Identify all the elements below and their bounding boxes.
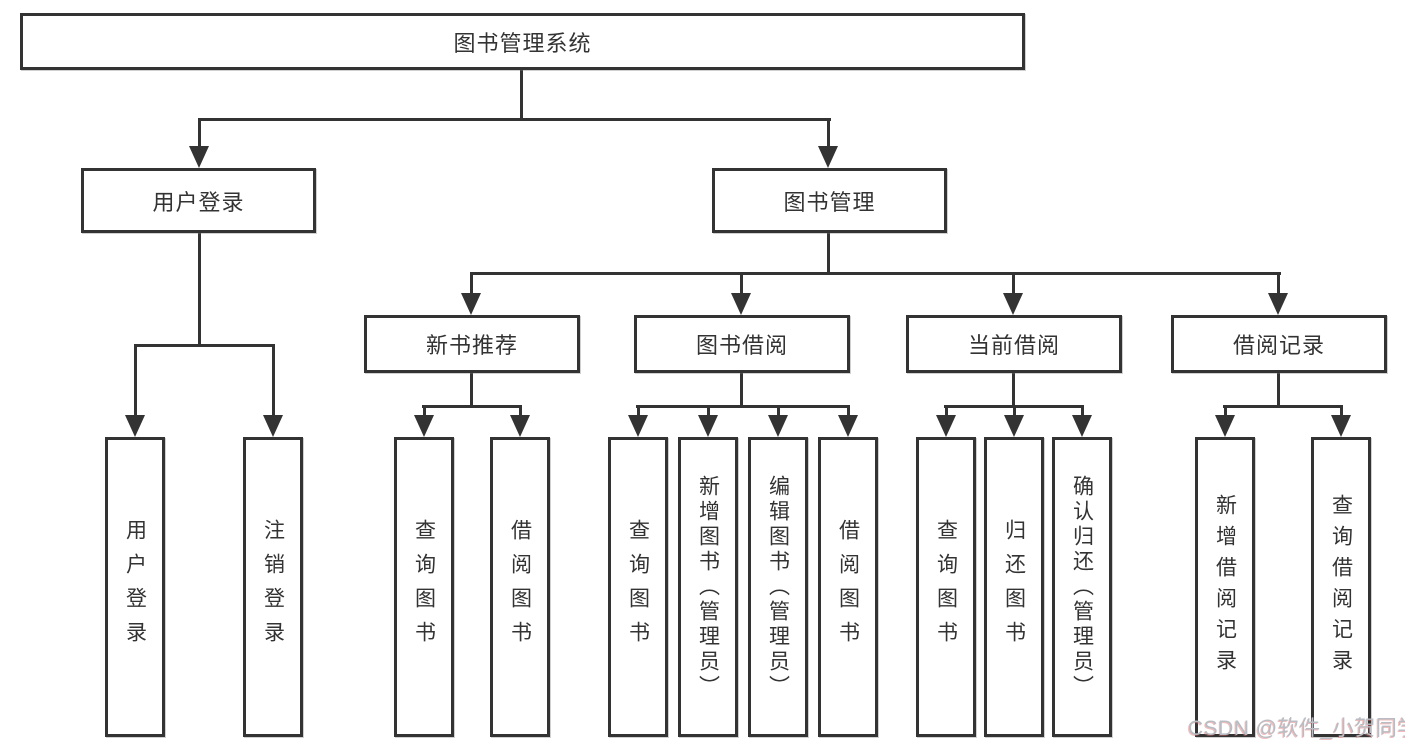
- node-new-book-recommend: 新书推荐: [364, 315, 580, 373]
- node-leaf-add-books-admin: 新增图书（管理员）: [678, 437, 738, 737]
- arrow-down-icon: [1072, 415, 1092, 437]
- connector-login-branch: [134, 344, 275, 347]
- node-current-borrowing: 当前借阅: [906, 315, 1122, 373]
- connector-stem: [827, 118, 830, 152]
- arrow-down-icon: [936, 415, 956, 437]
- connector-stem: [1277, 371, 1280, 408]
- arrow-down-icon: [731, 293, 751, 315]
- node-leaf-borrow-books-2: 借阅图书: [818, 437, 878, 737]
- node-borrowing-records: 借阅记录: [1171, 315, 1387, 373]
- connector-stem: [777, 405, 780, 421]
- connector-root-stem: [520, 67, 523, 119]
- connector-stem: [1013, 405, 1016, 421]
- arrow-down-icon: [189, 146, 209, 168]
- arrow-down-icon: [1331, 415, 1351, 437]
- connector-bookmgmt-stem: [827, 231, 830, 275]
- connector-borrowing-branch: [636, 405, 850, 408]
- connector-stem: [1081, 405, 1084, 421]
- csdn-watermark: CSDN @软件_小贺同学: [1188, 717, 1405, 740]
- arrow-down-icon: [1003, 293, 1023, 315]
- node-user-login: 用户登录: [81, 168, 316, 233]
- node-leaf-query-books-3: 查询图书: [916, 437, 976, 737]
- connector-stem: [740, 371, 743, 408]
- connector-stem: [470, 272, 473, 297]
- connector-stem: [707, 405, 710, 421]
- connector-stem: [1012, 371, 1015, 408]
- connector-stem: [1277, 272, 1280, 297]
- arrow-down-icon: [1004, 415, 1024, 437]
- node-book-borrowing: 图书借阅: [634, 315, 850, 373]
- node-leaf-query-borrow-record: 查询借阅记录: [1311, 437, 1371, 737]
- arrow-down-icon: [510, 415, 530, 437]
- node-leaf-return-books: 归还图书: [984, 437, 1044, 737]
- connector-stem: [470, 371, 473, 408]
- connector-userlogin-stem: [198, 231, 201, 345]
- arrow-down-icon: [698, 415, 718, 437]
- connector-stem: [945, 405, 948, 421]
- connector-stem: [272, 344, 275, 422]
- connector-stem: [637, 405, 640, 421]
- arrow-down-icon: [461, 293, 481, 315]
- node-leaf-confirm-return-admin: 确认归还（管理员）: [1052, 437, 1112, 737]
- arrow-down-icon: [1268, 293, 1288, 315]
- arrow-down-icon: [263, 415, 283, 437]
- node-leaf-query-books-1: 查询图书: [394, 437, 454, 737]
- node-leaf-user-login: 用户登录: [105, 437, 165, 737]
- node-book-management: 图书管理: [712, 168, 947, 233]
- connector-level2-branch: [198, 118, 831, 121]
- node-leaf-edit-books-admin: 编辑图书（管理员）: [748, 437, 808, 737]
- arrow-down-icon: [125, 415, 145, 437]
- connector-stem: [423, 405, 426, 421]
- connector-stem: [1224, 405, 1227, 421]
- node-root-system: 图书管理系统: [20, 13, 1025, 70]
- arrow-down-icon: [818, 146, 838, 168]
- connector-stem: [1340, 405, 1343, 421]
- arrow-down-icon: [768, 415, 788, 437]
- connector-level3-branch: [470, 272, 1281, 275]
- connector-stem: [740, 272, 743, 297]
- connector-records-branch: [1223, 405, 1343, 408]
- arrow-down-icon: [414, 415, 434, 437]
- node-leaf-logout: 注销登录: [243, 437, 303, 737]
- connector-stem: [198, 118, 201, 152]
- connector-recommend-branch: [422, 405, 522, 408]
- node-leaf-borrow-books-1: 借阅图书: [490, 437, 550, 737]
- connector-stem: [847, 405, 850, 421]
- arrow-down-icon: [1215, 415, 1235, 437]
- node-leaf-add-borrow-record: 新增借阅记录: [1195, 437, 1255, 737]
- connector-stem: [134, 344, 137, 422]
- connector-stem: [519, 405, 522, 421]
- node-leaf-query-books-2: 查询图书: [608, 437, 668, 737]
- arrow-down-icon: [838, 415, 858, 437]
- arrow-down-icon: [628, 415, 648, 437]
- connector-stem: [1012, 272, 1015, 297]
